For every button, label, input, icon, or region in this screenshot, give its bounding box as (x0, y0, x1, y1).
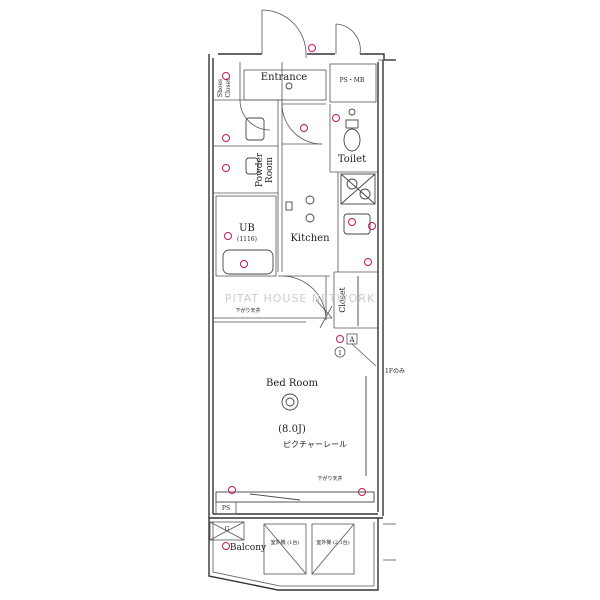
leader-line (351, 343, 377, 367)
fixtures (215, 82, 376, 515)
label-closet: Closet (338, 286, 347, 312)
interior-doors (239, 99, 333, 329)
label-ps-mb: PS・MB (340, 77, 365, 84)
label-bed-room: Bed Room (266, 378, 318, 389)
label-room: Room (265, 156, 275, 183)
electrical-marks (222, 44, 376, 550)
outer-walls (208, 53, 396, 519)
label-picture-rail: ピクチャーレール (283, 440, 347, 449)
watermark: PITAT HOUSE NETWORK (225, 292, 375, 305)
entrance-door (261, 9, 307, 58)
note-ceiling-right: 下がり天井 (317, 475, 342, 482)
label-ub: UB (239, 223, 255, 234)
label-balcony: Balcony (230, 543, 267, 553)
label-bed-room-size: (8.0J) (278, 424, 306, 435)
label-entrance: Entrance (261, 72, 308, 83)
label-closet-shoes: Closet (225, 78, 232, 98)
label-toilet: Toilet (338, 154, 366, 165)
partitions (213, 62, 378, 329)
circle-one-marker (334, 346, 346, 358)
ps-door (335, 23, 361, 55)
notes: 下がり天井 下がり天井 1Fのみ 1 (235, 307, 405, 482)
room-labels: Entrance PS・MB Shoes Closet Toilet Powde… (217, 72, 366, 553)
label-unit-right: 室外機 (2,1台) (316, 539, 349, 546)
balcony-area (208, 518, 396, 591)
note-ceiling-left: 下がり天井 (235, 307, 260, 314)
label-ps: PS (222, 505, 230, 512)
label-a: A (348, 336, 355, 344)
note-circle-one: 1 (338, 350, 342, 357)
label-ub-size: (1116) (237, 236, 257, 243)
label-powder: Powder (255, 152, 265, 187)
label-shoes: Shoes (217, 79, 224, 97)
label-kitchen: Kitchen (290, 233, 330, 244)
label-g: G (225, 526, 230, 533)
note-first-floor-only: 1Fのみ (385, 368, 405, 375)
label-unit-left-full: 室外機 (1台) (271, 539, 300, 546)
